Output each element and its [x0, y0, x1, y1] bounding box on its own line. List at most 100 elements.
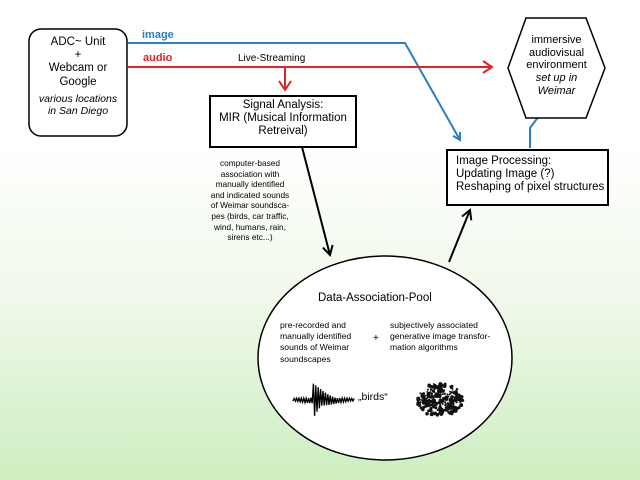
particle-dot	[427, 395, 430, 398]
particle-dot	[455, 387, 459, 391]
particle-dot	[431, 389, 436, 393]
particle-dot	[416, 396, 421, 401]
particle-dot	[425, 399, 430, 404]
source-line: +	[74, 49, 82, 62]
signal-analysis-text: Signal Analysis: MIR (Musical Informatio…	[210, 99, 356, 139]
particle-dot	[438, 412, 441, 415]
signal-analysis-line: MIR (Musical Information	[219, 112, 347, 125]
source-location-line: in San Diego	[47, 104, 109, 117]
particle-dot	[423, 397, 427, 402]
environment-italic-line: Weimar	[537, 84, 576, 97]
particle-dot	[420, 398, 423, 401]
particle-dot	[429, 400, 433, 403]
source-line: ADC~ Unit	[50, 36, 106, 48]
analysis-to-pool-arrow	[301, 146, 330, 255]
particle-dot	[426, 403, 430, 408]
particle-dot	[442, 384, 447, 388]
particle-dot	[455, 401, 458, 404]
particle-dot	[449, 400, 452, 403]
particle-dot	[443, 392, 446, 395]
particle-dot	[432, 404, 436, 408]
association-note-line: and indicated sounds	[210, 189, 290, 200]
particle-dot	[421, 400, 426, 404]
signal-analysis-line: Signal Analysis:	[242, 99, 324, 111]
particle-dot	[433, 383, 437, 388]
environment-line: audiovisual	[528, 46, 585, 59]
source-line: Webcam or	[48, 62, 108, 75]
particle-dot	[447, 411, 450, 414]
environment-line: immersive	[531, 34, 582, 46]
particle-dot	[420, 394, 424, 398]
image-processing-line: Updating Image (?)	[456, 168, 555, 181]
particle-dot	[446, 393, 449, 396]
signal-analysis-box	[209, 95, 357, 148]
association-note-line: sirens etc...)	[227, 232, 273, 243]
particle-dot	[437, 401, 439, 404]
particle-dot	[450, 391, 453, 394]
particle-dot	[440, 383, 444, 387]
image-channel-label: image	[142, 29, 174, 41]
association-note-line: manually identified	[215, 179, 285, 190]
particle-dot	[429, 388, 432, 391]
particle-dot	[444, 403, 447, 406]
particle-dot	[442, 396, 446, 401]
particle-dot	[433, 399, 436, 402]
pool-left-line: sounds of Weimar	[280, 342, 350, 353]
source-text: ADC~ Unit + Webcam or Google various loc…	[29, 36, 127, 117]
particle-dot	[441, 393, 444, 396]
particle-dot	[419, 401, 422, 404]
particle-dot	[449, 390, 451, 393]
particle-dot	[429, 395, 433, 399]
particle-dot	[450, 395, 454, 399]
particle-dot	[461, 398, 465, 402]
association-note-line: wind, humans, rain,	[214, 221, 286, 232]
pool-title: Data-Association-Pool	[318, 292, 432, 304]
particle-dot	[444, 382, 447, 385]
particle-dot	[416, 401, 420, 405]
particle-dot	[428, 403, 432, 407]
environment-text: immersive audiovisual environment set up…	[508, 34, 605, 97]
particle-dot	[439, 398, 443, 401]
particle-dot	[454, 392, 459, 397]
particle-dot	[425, 412, 429, 416]
particle-dot	[434, 406, 438, 410]
signal-analysis-line: Retreival)	[258, 125, 308, 138]
particle-dot	[448, 397, 451, 400]
association-note-line: of Weimar soundsca-	[210, 200, 290, 211]
particle-dot	[438, 405, 442, 408]
source-line: Google	[59, 75, 97, 88]
source-location-line: various locations	[38, 92, 118, 105]
particle-dot	[429, 412, 434, 417]
source-box	[28, 28, 128, 137]
pool-plus-sign: +	[373, 333, 379, 344]
particle-dot	[438, 402, 442, 406]
particle-dot	[429, 408, 432, 411]
birds-example-label: „birds“	[358, 391, 388, 403]
particle-dot	[419, 392, 421, 394]
particle-dot	[452, 391, 456, 395]
particle-dot	[445, 395, 449, 399]
association-note: computer-based association with manually…	[200, 158, 300, 243]
image-processing-text: Image Processing: Updating Image (?) Res…	[456, 155, 604, 195]
particle-cloud-icon	[416, 382, 465, 417]
particle-dot	[439, 393, 442, 396]
particle-dot	[429, 385, 434, 389]
image-stream-line	[128, 42, 460, 140]
particle-dot	[422, 392, 426, 395]
particle-dot	[426, 390, 429, 393]
waveform-icon	[292, 383, 355, 416]
association-note-line: pes (birds, car traffic,	[211, 211, 289, 222]
particle-dot	[440, 387, 443, 390]
particle-dot	[458, 406, 461, 409]
pool-left-line: soundscapes	[280, 353, 331, 364]
pool-left-line: pre-recorded and	[280, 320, 346, 330]
particle-dot	[437, 389, 439, 392]
particle-dot	[452, 409, 456, 413]
particle-dot	[426, 388, 429, 391]
particle-dot	[459, 400, 462, 403]
environment-hexagon	[507, 17, 606, 119]
particle-dot	[438, 396, 442, 399]
particle-dot	[440, 388, 443, 392]
image-processing-box	[446, 149, 609, 206]
